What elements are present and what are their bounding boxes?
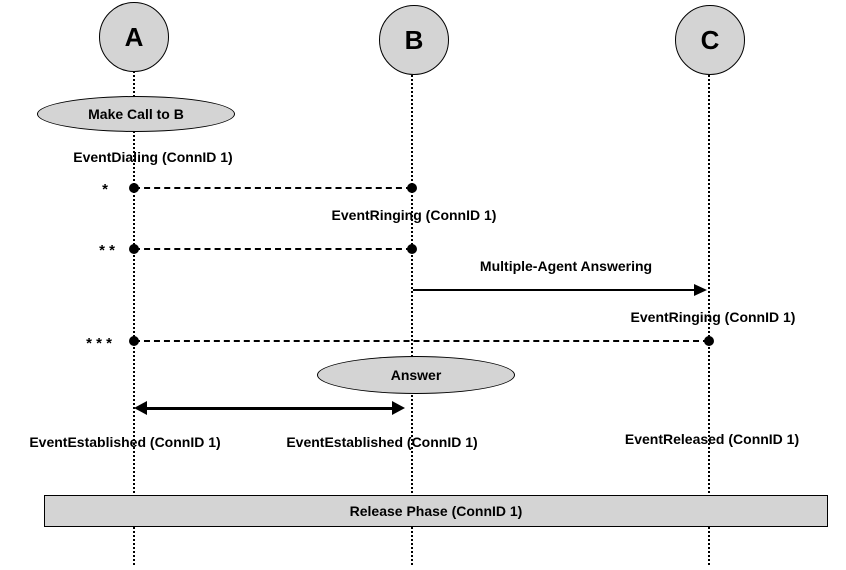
answer-label: Answer (390, 367, 442, 383)
event-ringing-ab-label: EventRinging (ConnID 1) (331, 207, 497, 223)
event-established-b-label: EventEstablished (ConnID 1) (286, 434, 478, 450)
ringing-c-dot-a (129, 336, 139, 346)
step1-marker: * (102, 181, 108, 198)
release-phase-label: Release Phase (ConnID 1) (349, 503, 523, 519)
dialing-dot-b (407, 183, 417, 193)
lifeline-c (708, 75, 710, 565)
lifeline-a (133, 71, 135, 565)
answer-bubble: Answer (317, 356, 515, 394)
event-released-c-label: EventReleased (ConnID 1) (624, 431, 800, 447)
party-a-label: A (124, 21, 144, 52)
party-a-circle: A (99, 2, 169, 72)
party-c-circle: C (675, 5, 745, 75)
arrowhead-right-icon (392, 401, 405, 415)
lifeline-b (411, 75, 413, 565)
ringing-dot-a (129, 244, 139, 254)
event-dialing-label: EventDialing (ConnID 1) (73, 149, 233, 165)
step3-marker: * * * (86, 335, 112, 352)
party-b-circle: B (379, 5, 449, 75)
release-phase-bar: Release Phase (ConnID 1) (44, 495, 828, 527)
party-b-label: B (404, 24, 424, 55)
make-call-bubble: Make Call to B (37, 96, 235, 132)
ringing-c-dot-c (704, 336, 714, 346)
multiple-agent-arrow-line (413, 289, 695, 291)
event-ringing-c-label: EventRinging (ConnID 1) (630, 309, 796, 325)
multiple-agent-answering-label: Multiple-Agent Answering (479, 258, 653, 274)
ringing-c-message-line (134, 340, 709, 342)
ringing-dot-b (407, 244, 417, 254)
dialing-dot-a (129, 183, 139, 193)
dialing-message-line (134, 187, 412, 189)
arrowhead-right-icon (694, 284, 707, 296)
make-call-label: Make Call to B (88, 106, 184, 122)
party-c-label: C (700, 24, 720, 55)
ringing-message-line (134, 248, 412, 250)
arrowhead-left-icon (134, 401, 147, 415)
event-established-a-label: EventEstablished (ConnID 1) (29, 434, 221, 450)
established-arrow-line (145, 407, 395, 410)
step2-marker: * * (99, 242, 115, 259)
